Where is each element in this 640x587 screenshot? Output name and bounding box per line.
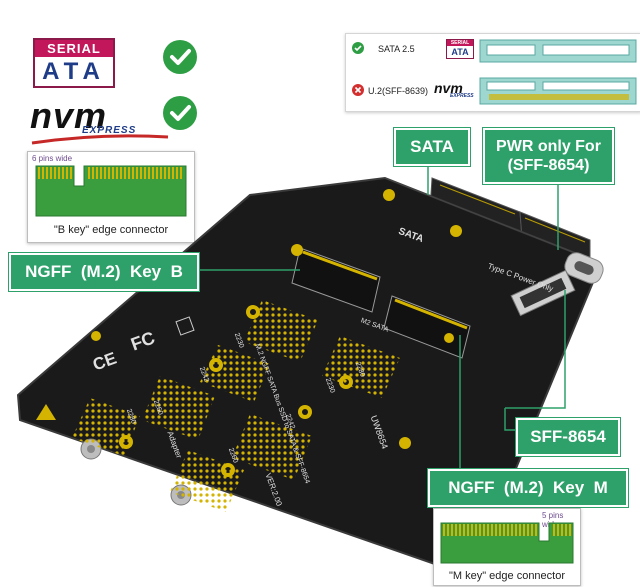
m-key-connector-icon: [440, 522, 574, 564]
connector-spec-panel: SATA 2.5 SERIAL ATA U.2(SFF-8639) nvm EX…: [345, 33, 640, 112]
cross-icon: [352, 84, 364, 96]
mini-nvm-logo: nvm EXPRESS: [434, 80, 478, 100]
label-pwr-only: PWR only For (SFF-8654): [483, 128, 614, 184]
label-sff-8654: SFF-8654: [516, 418, 620, 456]
serial-ata-logo: SERIAL ATA: [33, 38, 115, 88]
sata-connector-pinout-icon: [479, 39, 637, 63]
nvm-swoosh-icon: [31, 134, 169, 145]
serial-ata-logo-top: SERIAL: [35, 40, 113, 57]
mini-sata-top: SERIAL: [447, 40, 473, 46]
b-key-inset: 6 pins wide "B key" edge connector: [27, 151, 195, 243]
serial-ata-logo-bottom: ATA: [42, 58, 106, 85]
mini-sata-logo: SERIAL ATA: [446, 39, 474, 59]
check-icon: [352, 42, 364, 54]
m-key-caption: "M key" edge connector: [448, 570, 566, 582]
label-sata: SATA: [394, 128, 470, 166]
b-key-connector-icon: [35, 165, 187, 217]
check-icon: [163, 96, 197, 130]
b-key-caption: "B key" edge connector: [53, 224, 169, 236]
u2-connector-pinout-icon: [479, 77, 637, 105]
nvm-express-logo: nvm EXPRESS: [30, 95, 169, 145]
label-ngff-key-m: NGFF (M.2) Key M: [428, 469, 628, 507]
mini-nvm-sub: EXPRESS: [450, 93, 474, 99]
b-key-pins-note: 6 pins wide: [32, 154, 73, 163]
nvm-logo-sub: EXPRESS: [82, 125, 137, 136]
label-ngff-key-b: NGFF (M.2) Key B: [9, 253, 199, 291]
spec-row-sata-label: SATA 2.5: [378, 44, 415, 54]
spec-row-u2-label: U.2(SFF-8639): [368, 86, 429, 96]
m-key-inset: 5 pins wide "M key" edge connector: [433, 508, 581, 586]
nvm-logo-word: nvm: [30, 95, 108, 136]
check-icon: [163, 40, 197, 74]
mini-sata-bottom: ATA: [451, 47, 469, 57]
mini-nvm-word: nvm: [434, 80, 463, 96]
